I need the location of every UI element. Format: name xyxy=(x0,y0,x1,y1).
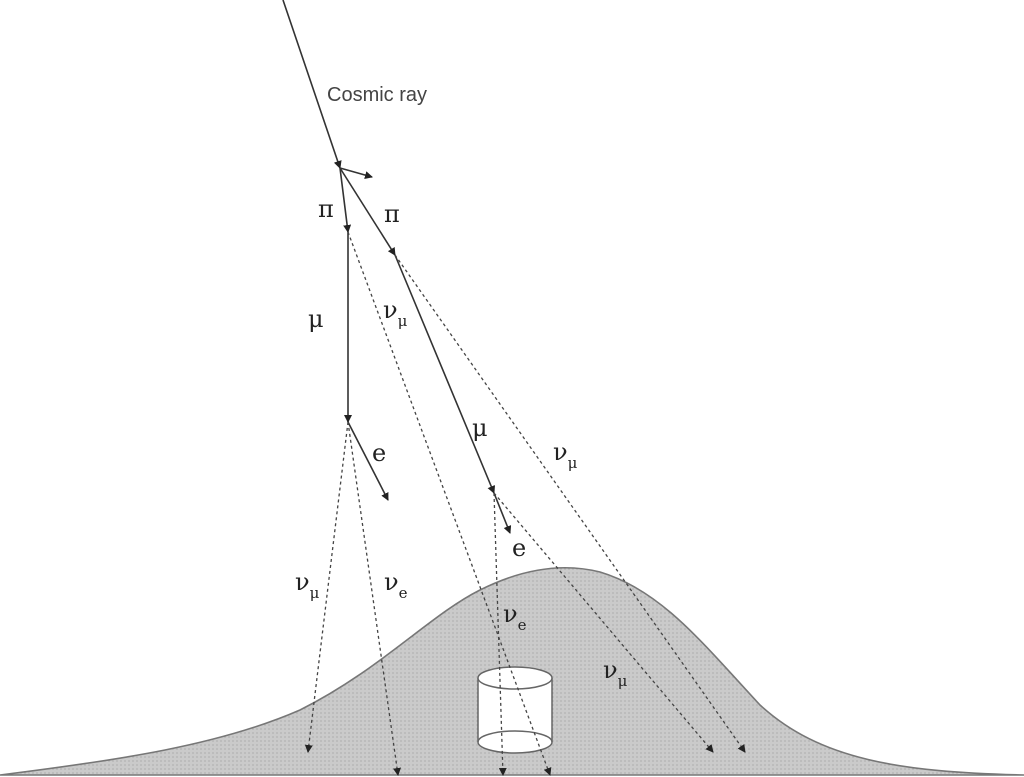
electron-left-track xyxy=(347,421,389,501)
pion-right-label: π xyxy=(384,200,400,228)
particle-tracks xyxy=(282,0,746,776)
numu-track-4 xyxy=(493,492,714,753)
electron-right-track xyxy=(493,492,512,534)
svg-text:νμ: νμ xyxy=(603,656,628,690)
numu-label-2: νμ xyxy=(553,438,578,472)
numu-label-4: νμ xyxy=(603,656,628,690)
numu-label-1: νμ xyxy=(383,296,408,330)
nue-label-2: νe xyxy=(503,600,527,634)
pion-right-track xyxy=(339,167,396,256)
svg-text:νe: νe xyxy=(384,568,408,602)
svg-text:νe: νe xyxy=(503,600,527,634)
electron-right-label: e xyxy=(512,534,526,562)
svg-text:νμ: νμ xyxy=(295,568,320,602)
electron-left-label: e xyxy=(372,439,386,467)
numu-track-2 xyxy=(394,254,746,753)
detector-cylinder xyxy=(477,666,553,754)
pion-left-track xyxy=(339,167,352,233)
nue-track-2 xyxy=(493,492,507,776)
numu-track-1 xyxy=(347,231,552,776)
muon-left-label: μ xyxy=(308,305,324,333)
cosmic-ray-track xyxy=(282,0,342,169)
muon-right-track xyxy=(394,254,496,494)
cosmic-ray-label: Cosmic ray xyxy=(327,84,427,106)
pion-left-label: π xyxy=(318,195,334,223)
numu-label-3: νμ xyxy=(295,568,320,602)
nue-label-1: νe xyxy=(384,568,408,602)
numu-track-3 xyxy=(304,421,349,753)
svg-text:νμ: νμ xyxy=(553,438,578,472)
muon-right-label: μ xyxy=(472,414,488,442)
secondary-track xyxy=(339,167,373,179)
svg-text:νμ: νμ xyxy=(383,296,408,330)
